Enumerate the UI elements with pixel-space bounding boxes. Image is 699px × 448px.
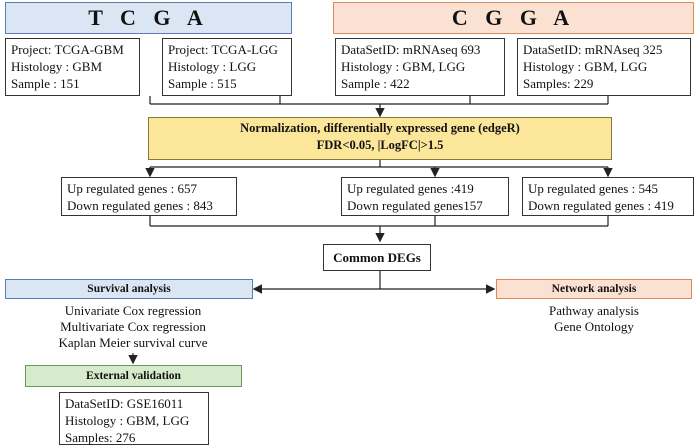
tcga-header: T C G A — [5, 2, 292, 34]
histology-label: Histology : GBM — [11, 59, 103, 74]
tcga-title: T C G A — [88, 5, 209, 30]
cgga-693-box: DataSetID: mRNAseq 693 Histology : GBM, … — [335, 38, 505, 96]
tcga-gbm-box: Project: TCGA-GBM Histology : GBM Sample… — [5, 38, 140, 96]
histology-label: Histology : GBM, LGG — [341, 59, 466, 74]
histology-label: Histology : GBM, LGG — [523, 59, 648, 74]
common-degs-box: Common DEGs — [323, 244, 431, 271]
survival-methods: Univariate Cox regression Multivariate C… — [5, 303, 261, 351]
cgga-325-box: DataSetID: mRNAseq 325 Histology : GBM, … — [517, 38, 691, 96]
cgga-header: C G G A — [333, 2, 694, 34]
sample-label: Samples: 276 — [65, 430, 136, 445]
up-regulated-label: Up regulated genes : 545 — [528, 181, 658, 196]
up-regulated-label: Up regulated genes : 657 — [67, 181, 197, 196]
sample-label: Samples: 229 — [523, 76, 594, 91]
project-label: Project: TCGA-LGG — [168, 42, 278, 57]
tcga-lgg-box: Project: TCGA-LGG Histology : LGG Sample… — [162, 38, 292, 96]
network-analysis-header: Network analysis — [496, 279, 692, 299]
dataset-label: DataSetID: mRNAseq 325 — [523, 42, 663, 57]
network-analysis-title: Network analysis — [551, 283, 637, 295]
down-regulated-label: Down regulated genes : 843 — [67, 198, 213, 213]
deg-box-tcga: Up regulated genes : 657 Down regulated … — [61, 177, 237, 216]
validation-dataset-box: DataSetID: GSE16011 Histology : GBM, LGG… — [59, 392, 209, 445]
dataset-label: DataSetID: GSE16011 — [65, 396, 184, 411]
sample-label: Sample : 151 — [11, 76, 80, 91]
histology-label: Histology : GBM, LGG — [65, 413, 190, 428]
deg-box-cgga-693: Up regulated genes :419 Down regulated g… — [341, 177, 509, 216]
survival-method-item: Univariate Cox regression — [64, 303, 202, 318]
survival-analysis-title: Survival analysis — [87, 283, 171, 295]
common-degs-label: Common DEGs — [333, 249, 421, 265]
deg-box-cgga-325: Up regulated genes : 545 Down regulated … — [522, 177, 694, 216]
down-regulated-label: Down regulated genes157 — [347, 198, 483, 213]
external-validation-title: External validation — [86, 370, 181, 382]
project-label: Project: TCGA-GBM — [11, 42, 124, 57]
dataset-label: DataSetID: mRNAseq 693 — [341, 42, 481, 57]
normalization-box: Normalization, differentially expressed … — [148, 117, 612, 160]
sample-label: Sample : 422 — [341, 76, 410, 91]
histology-label: Histology : LGG — [168, 59, 257, 74]
survival-method-item: Kaplan Meier survival curve — [58, 335, 208, 350]
survival-analysis-header: Survival analysis — [5, 279, 253, 299]
cgga-title: C G G A — [451, 5, 576, 30]
up-regulated-label: Up regulated genes :419 — [347, 181, 474, 196]
survival-method-item: Multivariate Cox regression — [60, 319, 206, 334]
network-method-item: Gene Ontology — [554, 319, 634, 334]
network-methods: Pathway analysis Gene Ontology — [496, 303, 692, 335]
normalization-threshold: FDR<0.05, |LogFC|>1.5 — [316, 138, 444, 152]
external-validation-header: External validation — [25, 365, 242, 387]
network-method-item: Pathway analysis — [549, 303, 639, 318]
sample-label: Sample : 515 — [168, 76, 237, 91]
normalization-method: Normalization, differentially expressed … — [240, 121, 520, 135]
down-regulated-label: Down regulated genes : 419 — [528, 198, 674, 213]
